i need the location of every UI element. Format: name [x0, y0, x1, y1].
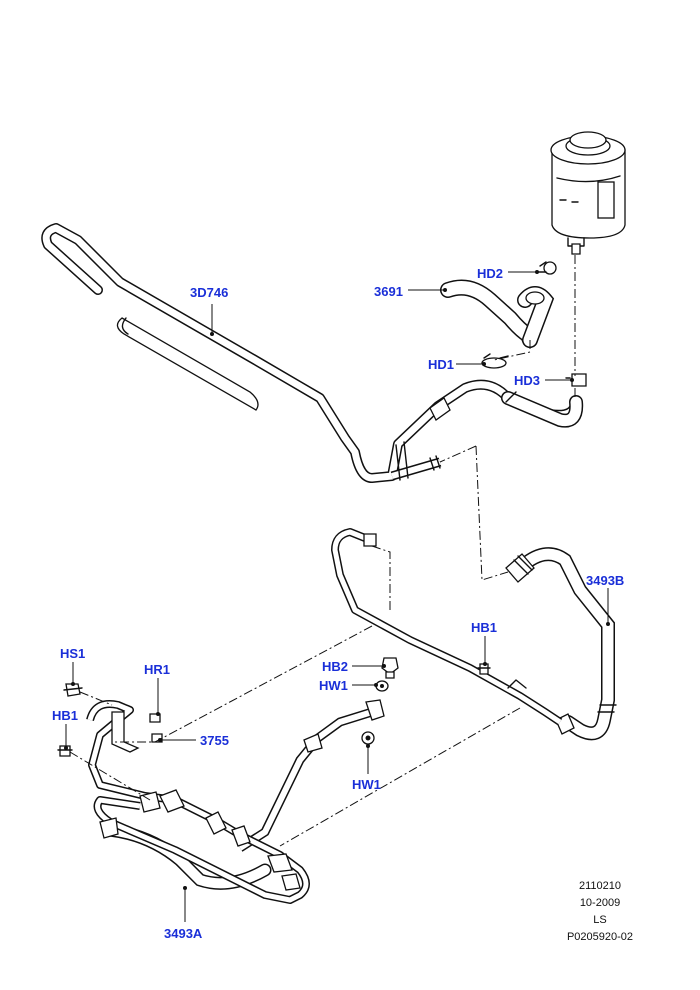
middle-pipe	[331, 528, 563, 726]
reservoir-part	[550, 131, 626, 255]
label-hd1: HD1	[428, 357, 454, 372]
ref-date: 10-2009	[579, 897, 621, 909]
leader-lines	[64, 270, 610, 922]
washer-hw1-upper	[375, 680, 389, 692]
label-hw1-upper: HW1	[319, 678, 348, 693]
label-hs1: HS1	[60, 646, 85, 661]
label-hr1: HR1	[144, 662, 170, 677]
clamp-hd2	[537, 261, 557, 275]
label-3493b: 3493B	[586, 573, 624, 588]
ref-illustration-id: P0205920-02	[566, 931, 634, 943]
label-3493a: 3493A	[164, 926, 203, 941]
cooler-pipe-3D746	[41, 223, 584, 483]
return-hose-3691	[440, 279, 555, 348]
label-hb1-right: HB1	[471, 620, 497, 635]
ref-model: LS	[593, 914, 607, 926]
label-hw1-lower: HW1	[352, 777, 381, 792]
pressure-hose-3493B	[505, 547, 617, 741]
pressure-hose-3493A	[86, 699, 385, 904]
label-hb2: HB2	[322, 659, 348, 674]
ref-number: 2110210	[578, 880, 621, 892]
reference-block: 2110210 10-2009 LS P0205920-02	[555, 878, 645, 946]
label-3D746: 3D746	[190, 285, 228, 300]
assembly-lines	[69, 255, 576, 847]
bolt-hb1-right	[477, 663, 491, 675]
label-hd2: HD2	[477, 266, 503, 281]
clamp-hd1	[481, 353, 509, 369]
label-hd3: HD3	[514, 373, 540, 388]
washer-hw1-lower	[361, 731, 375, 745]
bolt-hb1-left	[57, 745, 73, 757]
bolt-hb2	[381, 657, 399, 679]
label-3755: 3755	[200, 733, 229, 748]
label-3691: 3691	[374, 284, 403, 299]
label-hb1-left: HB1	[52, 708, 78, 723]
